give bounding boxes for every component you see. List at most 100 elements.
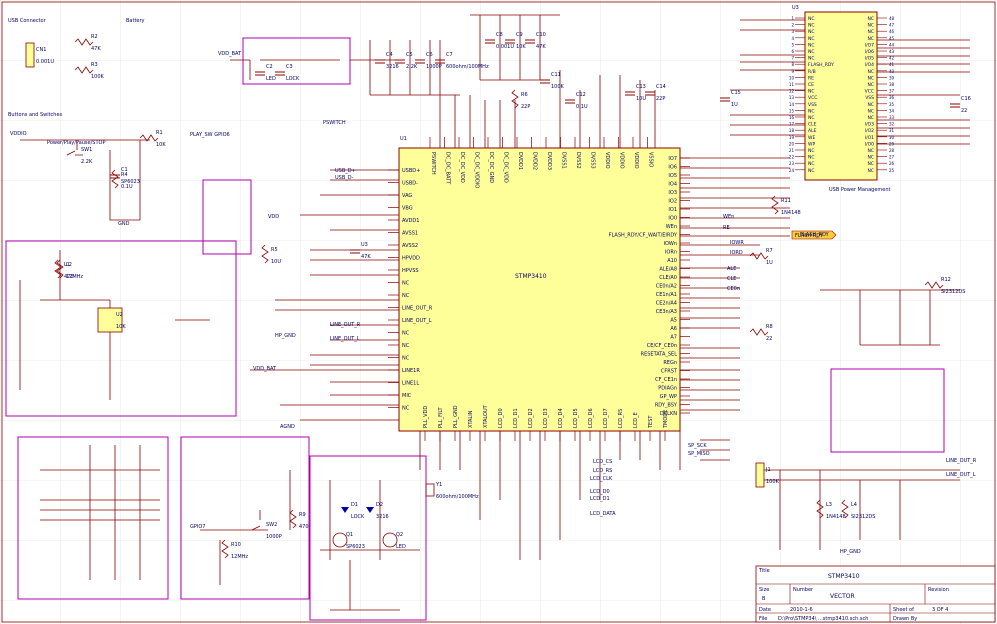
u3-left-pin-number: 22 (789, 155, 795, 160)
net-label: LINE_OUT_L (946, 472, 976, 478)
lock-switch-box (180, 436, 310, 600)
u3-right-pin-label: NC (867, 168, 874, 174)
u1-right-pin-label: A7 (670, 335, 677, 341)
title-value: STMP3410 (828, 573, 860, 580)
u3-right-pin-number: 35 (889, 102, 895, 107)
component-value: 10U (636, 96, 646, 102)
u3-right-pin-label: NC (867, 161, 874, 167)
u3-right-pin-number: 27 (889, 155, 895, 160)
chip-u1-name: STMP3410 (515, 273, 547, 280)
u3-left-pin-number: 2 (791, 23, 794, 28)
component-value: 10K (156, 142, 166, 148)
u3-left-pin-number: 21 (789, 148, 795, 153)
component-ref: R5 (271, 247, 278, 253)
component-ref: SW2 (266, 522, 277, 528)
component-ref: R2 (91, 34, 98, 40)
u3-right-pin-number: 46 (889, 29, 895, 34)
component-ref: R4 (121, 172, 128, 178)
u1-top-pin-label: DVSS3 (590, 152, 596, 169)
u1-left-pin-label: USBD- (402, 181, 418, 187)
size-value: B (762, 596, 766, 602)
u1-right-pin-label: CLE/A0 (659, 275, 677, 281)
u3-left-pin-label: NC (808, 168, 815, 174)
u1-bottom-pin-label: LCD_D5 (573, 408, 579, 428)
net-label: LINE_OUT_R (946, 458, 977, 464)
component-ref: C15 (731, 90, 741, 96)
net-label: SP_MISO (688, 451, 710, 457)
u1-right-pin-label: IO1 (668, 207, 677, 213)
u1-bottom-pin-label: PLL_GND (453, 405, 459, 428)
component-ref: C2 (266, 64, 273, 70)
lcd-pullup-box (17, 436, 169, 600)
component-ref: C7 (446, 52, 453, 58)
component-value: 0.001U (496, 44, 514, 50)
u1-left-pin-label: HPVSS (402, 268, 419, 274)
component-ref: Y1 (435, 482, 442, 488)
component-value: SP6023 (121, 179, 140, 185)
u3-right-pin-label: NC (867, 82, 874, 88)
component-value: 0.1U (121, 184, 133, 190)
net-label: LINE_OUT_R (330, 322, 361, 328)
u1-left-pin-label: NC (402, 293, 410, 299)
file-value: D:\Pro\STMP34\ ...stmp3410.sch.sch (778, 616, 868, 622)
u1-right-pin-label: PDIAGn (658, 386, 677, 392)
u3-right-pin-number: 33 (889, 115, 895, 120)
component-ref: C10 (536, 32, 546, 38)
chip-u3-ref: U3 (792, 5, 799, 11)
u1-right-pin-label: IO7 (668, 156, 677, 162)
u3-left-pin-label: WP (808, 141, 815, 147)
u1-right-pin-label: A5 (670, 318, 677, 324)
u1-right-pin-label: CE0n/A2 (656, 284, 677, 290)
u3-right-pin-label: NC (867, 75, 874, 81)
component-ref: U2 (116, 312, 123, 318)
u3-left-pin-number: 17 (789, 122, 795, 127)
u3-right-pin-number: 38 (889, 82, 895, 87)
component-value: 22P (656, 96, 665, 102)
u1-top-pin-label: DC_DC_GND (488, 152, 494, 183)
u3-left-pin-number: 5 (791, 42, 794, 47)
u3-pin-rows: NC1NC2NC3NC4NC5NC6NC7FLASH_RDY8R/B9RE10C… (789, 16, 895, 174)
u1-right-pin-label: IO0 (668, 216, 677, 222)
component-ref: Q1 (346, 532, 353, 538)
chip-u1-body (398, 147, 681, 432)
u1-right-pin-label: A6 (670, 326, 677, 332)
battery-title: Battery (126, 18, 145, 24)
component-r4: R4 0.1U (111, 169, 133, 190)
chip-u1-ref: U1 (400, 136, 407, 142)
component-value: LOCK (286, 76, 300, 82)
component-ref: C3 (286, 64, 293, 70)
section-boxes (5, 37, 945, 621)
date-label: Date (759, 607, 771, 613)
resistor-pair-box (830, 368, 945, 453)
component-ref: R10 (231, 542, 241, 548)
u1-top-pin-label: DVDD2 (532, 152, 538, 170)
u1-bottom-pin-label: LCD_D7 (603, 408, 609, 428)
component-ref: Q2 (396, 532, 403, 538)
u1-right-pin-label: IO4 (668, 182, 677, 188)
u3-right-pin-number: 42 (889, 56, 895, 61)
component-ref: C13 (636, 84, 646, 90)
component-ref: R8 (766, 324, 773, 330)
u1-right-pin-label: A10 (667, 258, 677, 264)
u3-right-pin-number: 41 (889, 62, 895, 67)
net-label: VDD (268, 214, 279, 220)
component-value: 1000P (426, 64, 442, 70)
u3-right-pin-number: 40 (889, 69, 895, 74)
component-value: 10K (116, 324, 126, 330)
chip-u3-body (804, 11, 878, 181)
u1-top-pin-label: VSSIO (648, 152, 654, 167)
u3-left-pin-label: RE (808, 75, 814, 81)
u3-left-pin-number: 3 (791, 29, 794, 34)
u3-right-pin-number: 45 (889, 36, 895, 41)
